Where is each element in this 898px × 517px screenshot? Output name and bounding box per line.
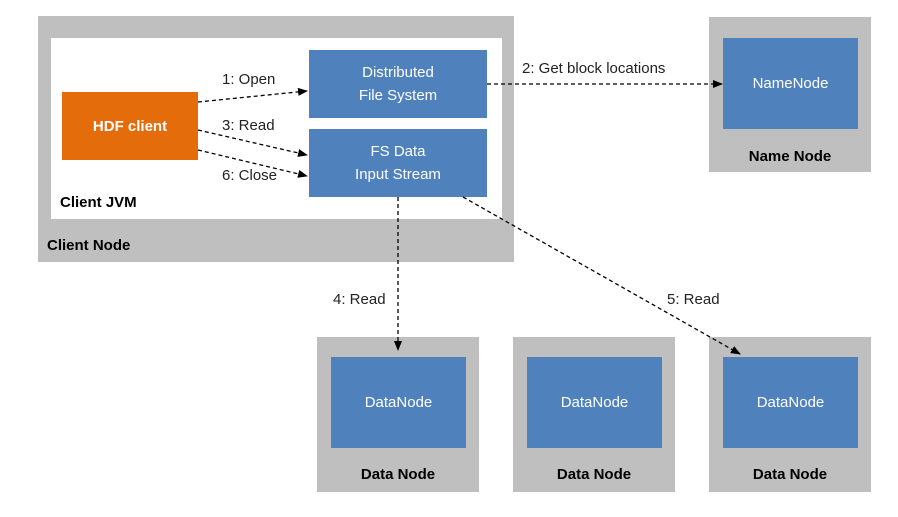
datanode-label-2: DataNode <box>560 394 629 411</box>
client-jvm-label: Client JVM <box>60 194 137 211</box>
namenode-label: NameNode <box>752 75 829 92</box>
data-node-label-2: Data Node <box>556 466 632 483</box>
arrow-close <box>197 149 308 178</box>
dfs-line2: File System <box>358 87 438 104</box>
hdf-client-label: HDF client <box>92 117 168 135</box>
datanode-label-1: DataNode <box>364 394 433 411</box>
arrow-label-close: 6: Close <box>222 167 278 184</box>
arrow-label-read-4: 4: Read <box>333 291 386 308</box>
distributed-file-system-box: Distributed File System <box>309 50 487 118</box>
arrow-read-3 <box>197 129 308 157</box>
arrow-label-read-5: 5: Read <box>667 291 720 308</box>
name-node-label: Name Node <box>748 148 832 165</box>
fs-data-input-stream-box: FS Data Input Stream <box>309 129 487 197</box>
namenode-box: NameNode <box>723 38 858 129</box>
datanode-box-1: DataNode <box>331 357 466 448</box>
datanode-label-3: DataNode <box>756 394 825 411</box>
fsdis-line2: Input Stream <box>355 166 441 183</box>
arrow-label-get-block-locations: 2: Get block locations <box>522 60 666 77</box>
hdf-client-box: HDF client <box>62 92 198 160</box>
client-node-label: Client Node <box>47 237 131 254</box>
datanode-box-3: DataNode <box>723 357 858 448</box>
arrow-read-5 <box>462 196 741 355</box>
arrow-open <box>197 87 308 103</box>
arrow-label-open: 1: Open <box>222 71 276 88</box>
datanode-box-2: DataNode <box>527 357 662 448</box>
data-node-label-1: Data Node <box>360 466 436 483</box>
arrow-label-read-3: 3: Read <box>222 117 275 134</box>
dfs-line1: Distributed <box>362 64 434 81</box>
data-node-label-3: Data Node <box>752 466 828 483</box>
fsdis-line1: FS Data <box>370 143 426 160</box>
